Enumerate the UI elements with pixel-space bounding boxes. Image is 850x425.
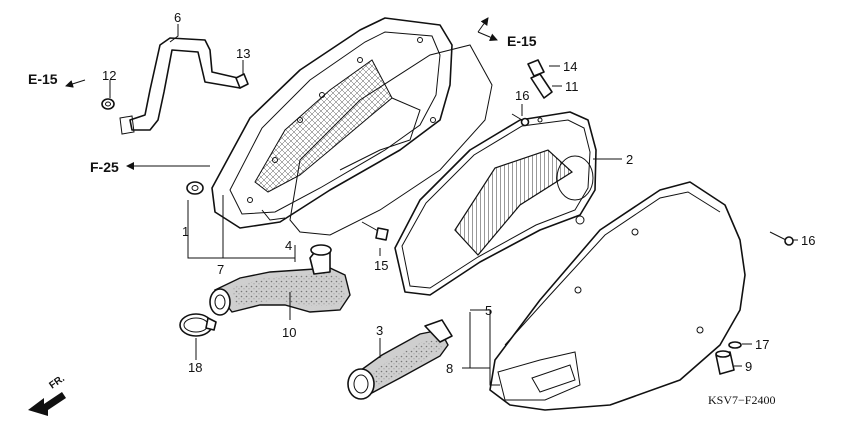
ref-e15-right: E-15 xyxy=(507,33,537,49)
part-number-9: 9 xyxy=(745,359,752,374)
part-number-10: 10 xyxy=(282,325,296,340)
part-number-labels: 6 12 13 1 7 4 10 18 3 15 2 14 11 16 16 5… xyxy=(102,10,815,376)
part-number-17: 17 xyxy=(755,337,769,352)
part-number-18: 18 xyxy=(188,360,202,375)
leader-lines xyxy=(65,17,798,386)
diagram-code: KSV7−F2400 xyxy=(708,393,775,407)
reference-labels: E-15 E-15 F-25 xyxy=(28,33,537,175)
band-18 xyxy=(179,313,217,337)
intake-duct xyxy=(347,319,453,400)
front-arrow-icon xyxy=(28,392,66,416)
air-cleaner-case xyxy=(211,17,453,229)
part-number-5: 5 xyxy=(485,303,492,318)
part-number-14: 14 xyxy=(563,59,577,74)
part-number-8: 8 xyxy=(446,361,453,376)
part-number-15: 15 xyxy=(374,258,388,273)
part-number-2: 2 xyxy=(626,152,633,167)
part-number-12: 12 xyxy=(102,68,116,83)
part-number-16-upper: 16 xyxy=(515,88,529,103)
clip-13 xyxy=(235,73,249,89)
bolt-15 xyxy=(361,221,389,241)
clip-12 xyxy=(101,98,115,110)
case-seal-outline xyxy=(289,44,493,236)
plug-17 xyxy=(728,341,742,349)
screw-16-lower xyxy=(769,231,794,246)
air-cleaner-cover xyxy=(489,181,746,411)
part-number-6: 6 xyxy=(174,10,181,25)
grommet-7 xyxy=(186,181,204,195)
ref-f25: F-25 xyxy=(90,159,119,175)
ref-e15-left: E-15 xyxy=(28,71,58,87)
connecting-tube xyxy=(209,244,351,316)
part-number-16-lower: 16 xyxy=(801,233,815,248)
front-direction-indicator: FR. xyxy=(28,373,67,416)
drain-cap-9 xyxy=(715,350,735,375)
part-number-4: 4 xyxy=(285,238,292,253)
screw-11 xyxy=(527,59,553,99)
part-number-11: 11 xyxy=(565,79,579,94)
screw-16-upper xyxy=(511,113,530,127)
part-number-3: 3 xyxy=(376,323,383,338)
part-number-13: 13 xyxy=(236,46,250,61)
front-label: FR. xyxy=(47,373,67,391)
drain-tube xyxy=(119,37,241,135)
air-cleaner-element xyxy=(394,111,597,296)
part-number-1: 1 xyxy=(182,224,189,239)
part-number-7: 7 xyxy=(217,262,224,277)
